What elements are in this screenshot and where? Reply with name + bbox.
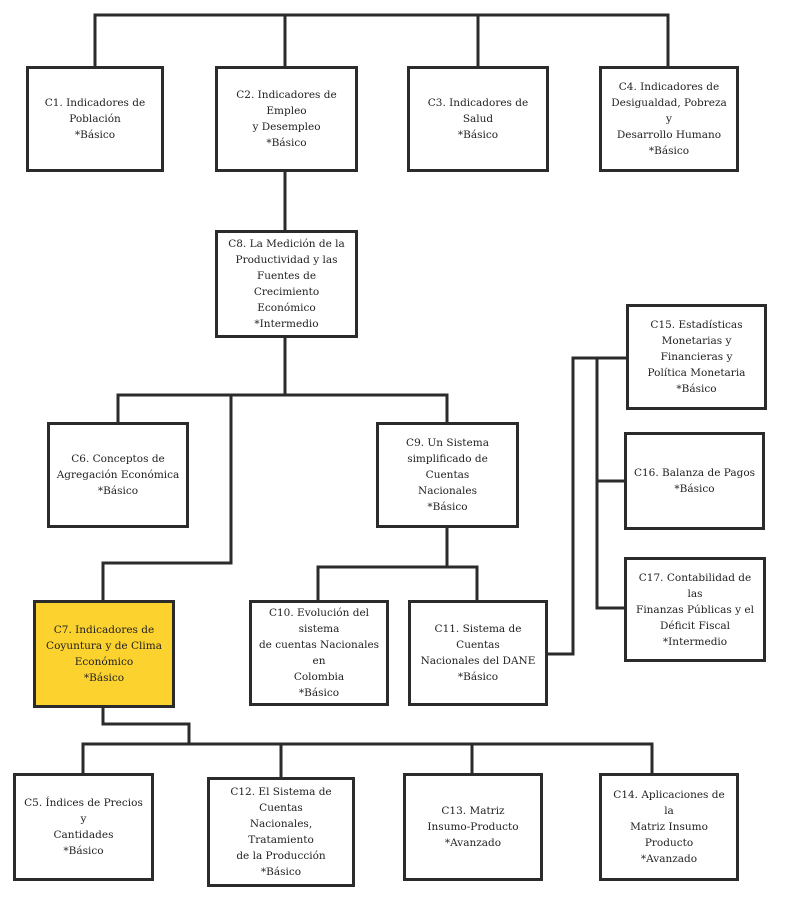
node-c16-level: *Básico — [674, 483, 715, 495]
node-c10: C10. Evolución del sistema de cuentas Na… — [249, 600, 389, 706]
node-c5-title: C5. Índices de Precios y Cantidades — [24, 797, 143, 841]
node-c5: C5. Índices de Precios y Cantidades *Bási… — [13, 773, 154, 881]
node-c13: C13. Matriz Insumo-Producto *Avanzado — [403, 773, 543, 881]
node-c2: C2. Indicadores de Empleo y Desempleo *Bá… — [215, 66, 358, 172]
node-c9-level: *Básico — [427, 501, 468, 513]
node-c12-title: C12. El Sistema de Cuentas Nacionales, T… — [230, 786, 332, 862]
node-c2-title: C2. Indicadores de Empleo y Desempleo — [236, 89, 337, 133]
node-c11-level: *Básico — [457, 671, 499, 683]
node-c16-title: C16. Balanza de Pagos — [633, 467, 756, 479]
node-c1-level: *Básico — [74, 129, 116, 141]
node-c3-title: C3. Indicadores de Salud — [427, 97, 529, 125]
connector-c11-right — [546, 356, 599, 656]
node-c8: C8. La Medición de la Productividad y la… — [215, 230, 358, 338]
node-c7: C7. Indicadores de Coyuntura y de Clima … — [33, 600, 175, 708]
node-c5-level: *Básico — [63, 845, 104, 857]
node-c4-title: C4. Indicadores de Desigualdad, Pobreza … — [611, 81, 727, 141]
node-c17-level: *Intermedio — [662, 635, 728, 648]
node-c9-title: C9. Un Sistema simplificado de Cuentas N… — [406, 437, 489, 497]
node-c4: C4. Indicadores de Desigualdad, Pobreza … — [599, 66, 739, 172]
node-c13-title: C13. Matriz Insumo-Producto — [427, 805, 519, 833]
node-c9: C9. Un Sistema simplificado de Cuentas N… — [376, 422, 519, 528]
node-c6-title: C6. Conceptos de Agregación Económica — [56, 453, 180, 481]
node-c11: C11. Sistema de Cuentas Nacionales del D… — [408, 600, 548, 706]
node-c15: C15. Estadísticas Monetarias y Financier… — [626, 304, 767, 410]
connector-c7-down — [101, 706, 191, 746]
node-c10-level: *Básico — [298, 687, 340, 699]
node-c2-level: *Básico — [266, 137, 307, 149]
node-c15-title: C15. Estadísticas Monetarias y Financier… — [647, 319, 746, 379]
node-c1: C1. Indicadores de Población *Básico — [26, 66, 164, 172]
node-c6-level: *Básico — [97, 485, 139, 497]
node-c12-level: *Básico — [260, 866, 302, 878]
node-c15-level: *Básico — [676, 383, 717, 395]
node-c16: C16. Balanza de Pagos *Básico — [624, 432, 765, 530]
node-c14-title: C14. Aplicaciones de la Matriz Insumo Pr… — [613, 789, 725, 849]
node-c1-title: C1. Indicadores de Población — [44, 97, 146, 125]
node-c8-title: C8. La Medición de la Productividad y la… — [228, 238, 345, 314]
node-c6: C6. Conceptos de Agregación Económica *Bá… — [47, 422, 189, 528]
node-c11-title: C11. Sistema de Cuentas Nacionales del D… — [420, 623, 536, 667]
node-c4-level: *Básico — [648, 145, 690, 157]
node-c14-level: *Avanzado — [640, 853, 698, 865]
node-c7-title: C7. Indicadores de Coyuntura y de Clima … — [46, 624, 162, 668]
node-c3: C3. Indicadores de Salud *Básico — [407, 66, 549, 172]
node-c12: C12. El Sistema de Cuentas Nacionales, T… — [207, 777, 355, 887]
node-c17-title: C17. Contabilidad de las Finanzas Públic… — [636, 571, 754, 632]
connector-bus-c7 — [101, 393, 233, 602]
node-c10-title: C10. Evolución del sistema de cuentas Na… — [258, 607, 380, 683]
node-c13-level: *Avanzado — [444, 837, 502, 849]
node-c14: C14. Aplicaciones de la Matriz Insumo Pr… — [599, 773, 739, 881]
node-c8-level: *Intermedio — [254, 318, 319, 330]
node-c7-level: *Básico — [83, 672, 125, 684]
node-c17: C17. Contabilidad de las Finanzas Públic… — [624, 557, 766, 662]
node-c3-level: *Básico — [457, 129, 499, 141]
